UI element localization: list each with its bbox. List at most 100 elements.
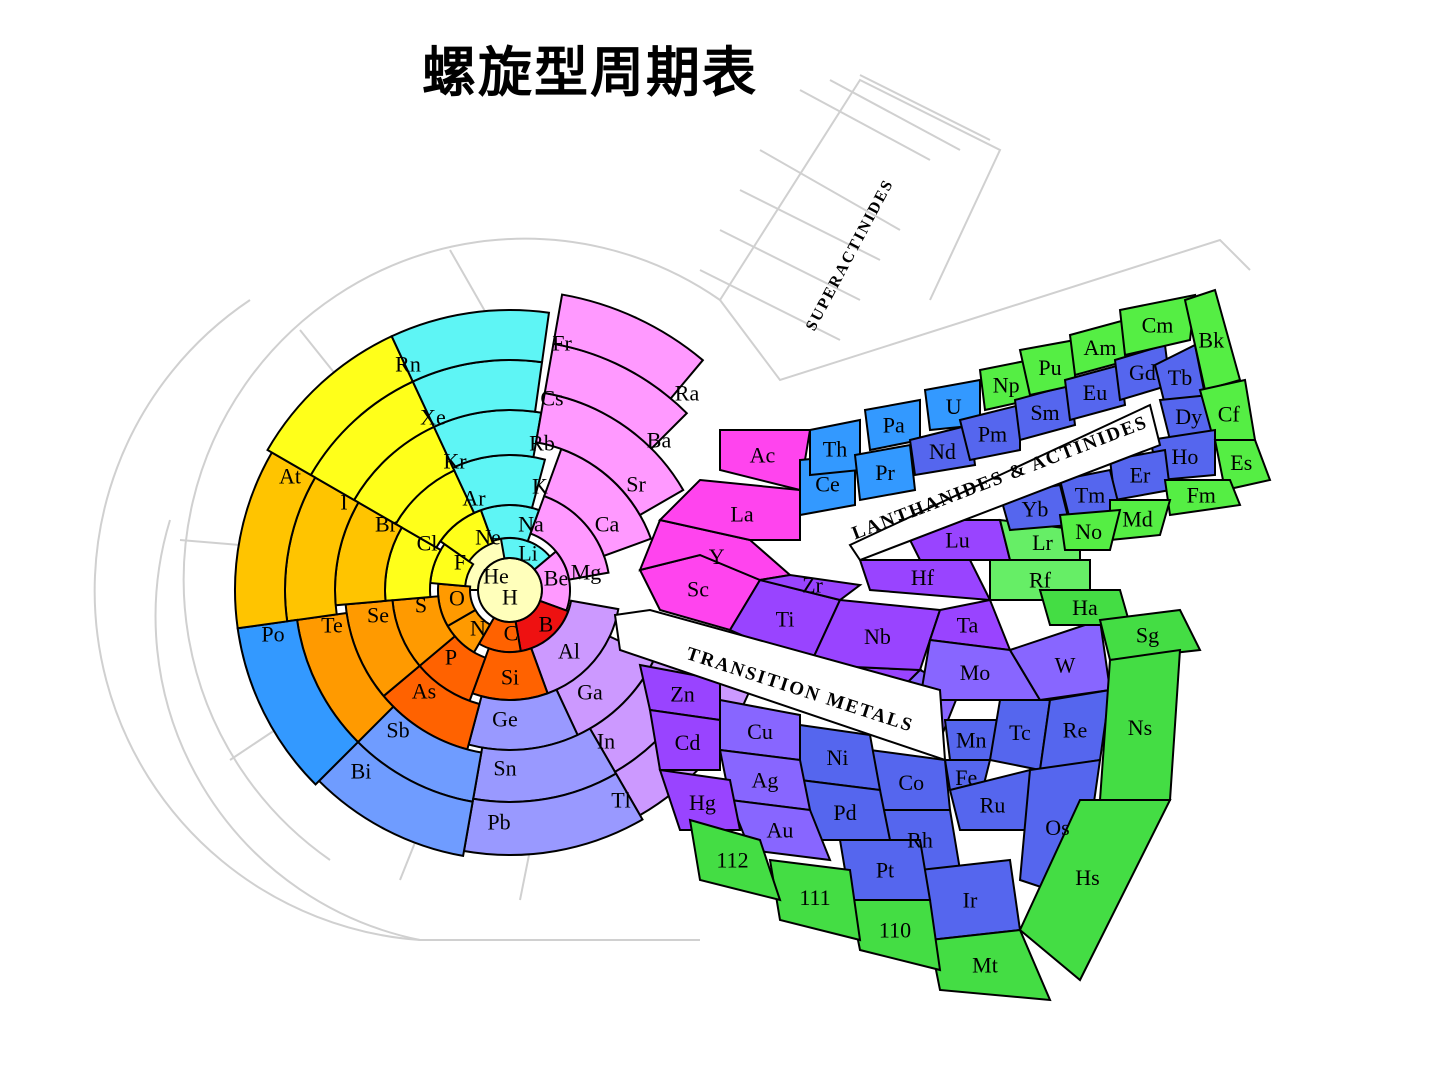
element-symbol-fe: Fe xyxy=(955,765,977,790)
element-cell-pr xyxy=(853,443,917,502)
element-symbol-co: Co xyxy=(898,770,924,795)
element-symbol-sm: Sm xyxy=(1030,400,1059,425)
element-symbol-ha: Ha xyxy=(1072,595,1098,620)
element-symbol-pd: Pd xyxy=(833,800,856,825)
element-symbol-ce: Ce xyxy=(815,471,839,496)
element-symbol-tm: Tm xyxy=(1075,483,1106,508)
element-symbol-er: Er xyxy=(1130,463,1151,488)
element-cell-ra xyxy=(552,293,705,400)
element-symbol-fr: Fr xyxy=(552,331,572,356)
element-cell-no xyxy=(1058,508,1122,551)
element-symbol-no: No xyxy=(1075,519,1102,544)
element-symbol-es: Es xyxy=(1230,450,1252,475)
element-cell-es xyxy=(1213,439,1272,492)
element-symbol-th: Th xyxy=(823,436,847,461)
element-symbol-po: Po xyxy=(261,622,284,647)
element-symbol-h: H xyxy=(502,585,518,610)
element-symbol-la: La xyxy=(730,502,753,527)
element-cell-sg xyxy=(1098,608,1202,662)
element-symbol-am: Am xyxy=(1084,335,1117,360)
element-symbol-111: 111 xyxy=(799,885,830,910)
element-symbol-n: N xyxy=(470,616,486,641)
element-symbol-w: W xyxy=(1055,653,1076,678)
element-symbol-p: P xyxy=(445,645,457,670)
element-symbol-c: C xyxy=(504,621,519,646)
element-symbol-cf: Cf xyxy=(1218,401,1241,426)
element-symbol-pr: Pr xyxy=(875,460,895,485)
element-symbol-hg: Hg xyxy=(689,790,716,815)
element-symbol-ni: Ni xyxy=(827,745,849,770)
element-symbol-s: S xyxy=(415,593,427,618)
element-symbol-u: U xyxy=(946,394,962,419)
element-symbol-ru: Ru xyxy=(980,793,1006,818)
element-symbol-cl: Cl xyxy=(417,531,438,556)
ghost-outlines xyxy=(93,74,1251,941)
element-symbol-ar: Ar xyxy=(462,486,486,511)
element-symbol-nd: Nd xyxy=(929,439,956,464)
element-symbol-sb: Sb xyxy=(386,718,409,743)
element-symbol-lu: Lu xyxy=(945,528,969,553)
element-symbol-i: I xyxy=(340,490,347,515)
element-symbol-tc: Tc xyxy=(1009,720,1031,745)
element-symbol-f: F xyxy=(454,550,466,575)
element-symbol-ge: Ge xyxy=(492,707,518,732)
element-symbol-si: Si xyxy=(501,665,519,690)
element-symbol-dy: Dy xyxy=(1175,404,1202,429)
superactinides-label: SUPERACTINIDES xyxy=(803,176,898,334)
element-symbol-br: Br xyxy=(375,512,398,537)
element-symbol-ta: Ta xyxy=(957,613,979,638)
element-symbol-mt: Mt xyxy=(972,953,998,978)
element-symbol-y: Y xyxy=(709,544,725,569)
element-cell-cd xyxy=(648,708,721,771)
element-symbol-pm: Pm xyxy=(978,421,1007,446)
element-symbol-ca: Ca xyxy=(595,512,620,537)
element-symbol-fm: Fm xyxy=(1187,483,1216,508)
element-symbol-cm: Cm xyxy=(1142,313,1174,338)
element-symbol-al: Al xyxy=(558,639,580,664)
element-symbol-rn: Rn xyxy=(395,352,421,377)
element-symbol-ne: Ne xyxy=(475,525,501,550)
element-symbol-sg: Sg xyxy=(1136,623,1159,648)
element-symbol-rb: Rb xyxy=(529,431,555,456)
element-symbol-ti: Ti xyxy=(776,606,795,631)
element-cell-bk xyxy=(1183,288,1242,392)
page-title: 螺旋型周期表 xyxy=(422,41,758,104)
element-symbol-rf: Rf xyxy=(1029,568,1052,593)
element-cell-mt xyxy=(928,928,1052,1002)
element-symbol-re: Re xyxy=(1063,718,1087,743)
element-symbol-ra: Ra xyxy=(675,381,700,406)
element-symbol-bi: Bi xyxy=(351,759,372,784)
element-cell-la xyxy=(658,478,801,541)
element-symbol-na: Na xyxy=(518,512,544,537)
element-cell-nd xyxy=(908,423,977,477)
element-symbol-gd: Gd xyxy=(1129,360,1156,385)
element-symbol-pu: Pu xyxy=(1038,355,1061,380)
element-symbol-be: Be xyxy=(544,566,568,591)
element-symbol-sr: Sr xyxy=(626,472,646,497)
element-symbol-k: K xyxy=(532,474,548,499)
element-symbol-cs: Cs xyxy=(540,386,563,411)
element-symbol-zn: Zn xyxy=(670,681,694,706)
element-symbol-tb: Tb xyxy=(1168,365,1192,390)
element-symbol-yb: Yb xyxy=(1022,496,1049,521)
element-symbol-se: Se xyxy=(367,603,389,628)
element-symbol-ns: Ns xyxy=(1128,715,1152,740)
element-symbol-ac: Ac xyxy=(750,443,776,468)
element-symbol-li: Li xyxy=(518,541,538,566)
element-symbol-ga: Ga xyxy=(577,680,603,705)
element-symbol-110: 110 xyxy=(879,918,911,943)
element-cell-112 xyxy=(688,818,782,902)
element-symbol-nb: Nb xyxy=(864,624,891,649)
element-symbol-te: Te xyxy=(321,613,343,638)
element-symbol-xe: Xe xyxy=(420,405,446,430)
element-symbol-sn: Sn xyxy=(493,756,516,781)
element-symbol-cu: Cu xyxy=(747,719,773,744)
superactinides-band: SUPERACTINIDES xyxy=(803,176,898,334)
element-symbol-as: As xyxy=(412,679,436,704)
element-symbol-np: Np xyxy=(993,373,1020,398)
element-symbol-rh: Rh xyxy=(907,828,933,853)
element-cell-cm xyxy=(1118,293,1197,357)
element-symbol-os: Os xyxy=(1045,815,1069,840)
